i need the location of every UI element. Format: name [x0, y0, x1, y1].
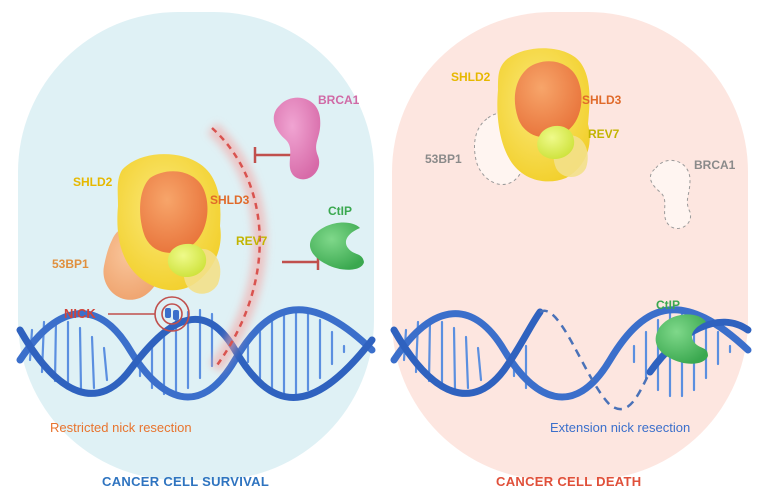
label-shld2-right: SHLD2: [451, 70, 491, 84]
dna-strand-right-b-resected: [539, 309, 652, 411]
shieldin-complex-right: [474, 48, 590, 185]
shieldin-complex-left: [103, 154, 221, 300]
brca1-protein-left: [273, 97, 321, 180]
dna-strand-right-a: [390, 306, 752, 401]
ctip-protein-right: [655, 314, 708, 364]
barrier-arc: [211, 127, 262, 369]
label-shld2-left: SHLD2: [73, 175, 113, 189]
rev7-protein-right: [537, 125, 575, 160]
dna-strand-right-b-solid-2: [646, 318, 752, 376]
caption-extension-nick-resection: Extension nick resection: [550, 420, 691, 435]
label-brca1-left: BRCA1: [318, 93, 360, 107]
dna-strand-left-a: [16, 306, 376, 401]
ctip-protein-left: [309, 222, 364, 270]
dna-helix-right: [390, 306, 752, 411]
label-53bp1-right: 53BP1: [425, 152, 462, 166]
dna-strand-left-b: [16, 315, 376, 401]
shld3-protein-left: [140, 171, 208, 253]
nick-marker: [108, 296, 190, 332]
shld3-protein-right: [514, 61, 582, 138]
footer-cancer-cell-death: CANCER CELL DEATH: [496, 474, 642, 489]
label-ctip-left: CtIP: [328, 204, 352, 218]
caption-restricted-nick-resection: Restricted nick resection: [50, 420, 192, 435]
label-rev7-right: REV7: [588, 127, 620, 141]
label-ctip-right: CtIP: [656, 298, 680, 312]
label-shld3-left: SHLD3: [210, 193, 250, 207]
label-53bp1-left: 53BP1: [52, 257, 89, 271]
label-nick: NICK: [64, 306, 96, 321]
brca1-outline-right: [650, 159, 692, 229]
footer-cancer-cell-survival: CANCER CELL SURVIVAL: [102, 474, 270, 489]
label-shld3-right: SHLD3: [582, 93, 622, 107]
label-brca1-right: BRCA1: [694, 158, 736, 172]
dna-strand-right-b-solid-1: [390, 308, 544, 397]
rev7-protein-left: [167, 243, 207, 278]
label-rev7-left: REV7: [236, 234, 268, 248]
inhibit-brca1: [253, 147, 295, 163]
